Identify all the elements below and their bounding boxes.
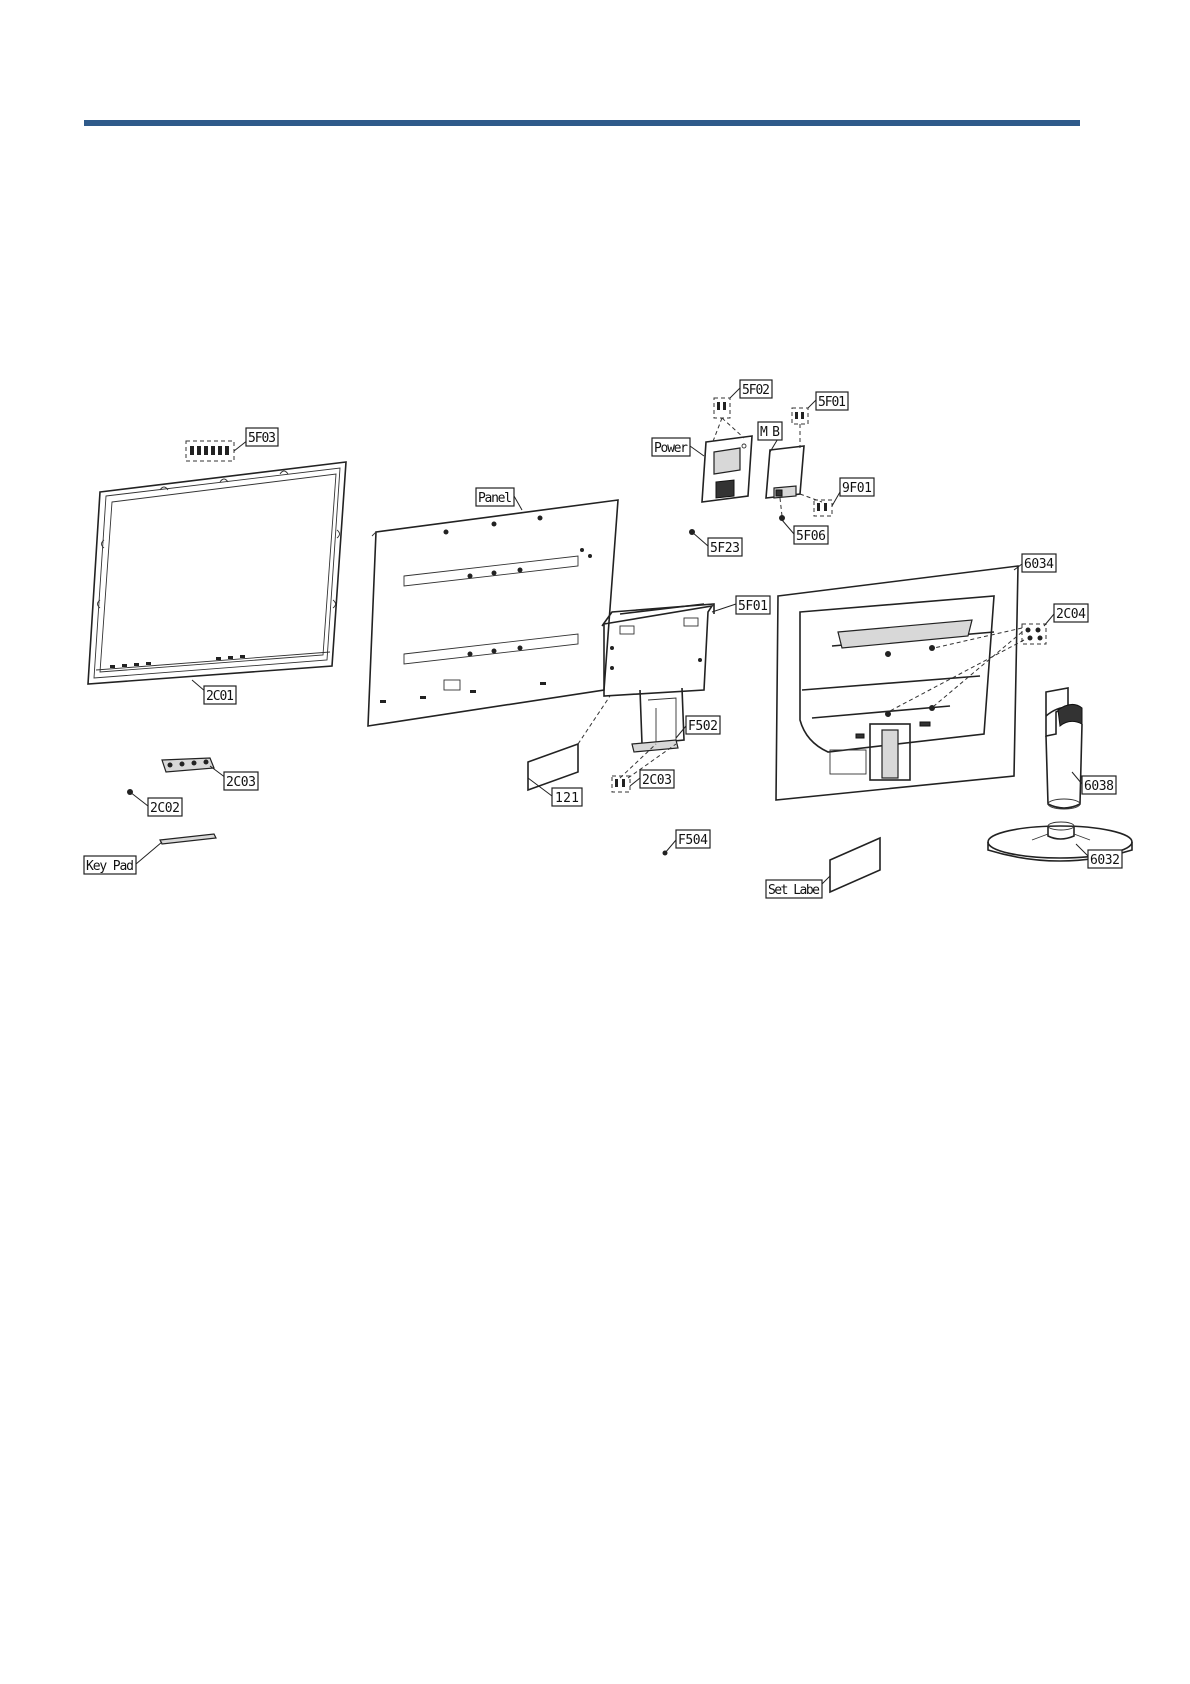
svg-text:5F02: 5F02 [742, 383, 770, 398]
lcd-panel [368, 500, 618, 726]
callout-5f01-mid: 5F01 [736, 596, 770, 614]
screws-9f01 [800, 494, 832, 516]
svg-text:9F01: 9F01 [842, 481, 872, 496]
callout-2c04: 2C04 [1054, 604, 1088, 622]
svg-text:5F06: 5F06 [796, 529, 826, 544]
svg-text:6032: 6032 [1090, 853, 1120, 868]
svg-text:2C03: 2C03 [642, 773, 672, 788]
svg-text:2C04: 2C04 [1056, 607, 1086, 622]
callout-panel: Panel [476, 488, 514, 506]
main-board [766, 446, 804, 498]
callout-121: 121 [552, 788, 582, 806]
power-board [702, 436, 752, 502]
callout-6034: 6034 [1022, 554, 1056, 572]
callout-9f01: 9F01 [840, 478, 874, 496]
label-121 [528, 696, 610, 790]
svg-text:2C02: 2C02 [150, 801, 180, 816]
button-board-2c03 [162, 758, 214, 772]
svg-text:6034: 6034 [1024, 557, 1054, 572]
svg-text:Power: Power [654, 441, 688, 456]
screws-5f01-top [792, 408, 808, 448]
callout-5f06: 5F06 [794, 526, 828, 544]
callout-5f01-top: 5F01 [816, 392, 848, 410]
svg-text:5F01: 5F01 [738, 599, 768, 614]
screws-5f03 [186, 441, 234, 461]
screw-5f06 [779, 498, 785, 521]
callout-2c03-b: 2C03 [640, 770, 674, 788]
svg-text:Panel: Panel [478, 491, 512, 506]
callout-5f02: 5F02 [740, 380, 772, 398]
callout-5f23: 5F23 [708, 538, 742, 556]
svg-text:5F23: 5F23 [710, 541, 740, 556]
stand-neck [1046, 688, 1082, 809]
callout-6032: 6032 [1088, 850, 1122, 868]
svg-text:121: 121 [555, 791, 579, 806]
svg-text:F502: F502 [688, 719, 718, 734]
svg-text:Set Labe: Set Labe [768, 883, 820, 898]
callout-5f03: 5F03 [246, 428, 278, 446]
svg-text:2C03: 2C03 [226, 775, 256, 790]
callout-2c01: 2C01 [204, 686, 236, 704]
front-bezel [88, 462, 346, 684]
callout-f504: F504 [676, 830, 710, 848]
svg-text:5F01: 5F01 [818, 395, 846, 410]
callout-2c03-a: 2C03 [224, 772, 258, 790]
svg-text:F504: F504 [678, 833, 708, 848]
callout-mb: MB [758, 422, 782, 440]
set-label [830, 838, 880, 892]
callout-set-label: Set Labe [766, 880, 822, 898]
back-cover [776, 566, 1018, 800]
callout-f502: F502 [686, 716, 720, 734]
callout-2c02: 2C02 [148, 798, 182, 816]
callout-key-pad: Key Pad [84, 856, 136, 874]
svg-text:2C01: 2C01 [206, 689, 234, 704]
svg-text:6038: 6038 [1084, 779, 1114, 794]
key-pad-part [160, 834, 216, 844]
callout-6038: 6038 [1082, 776, 1116, 794]
svg-text:5F03: 5F03 [248, 431, 276, 446]
svg-text:Key Pad: Key Pad [86, 859, 134, 874]
callout-power: Power [652, 438, 690, 456]
